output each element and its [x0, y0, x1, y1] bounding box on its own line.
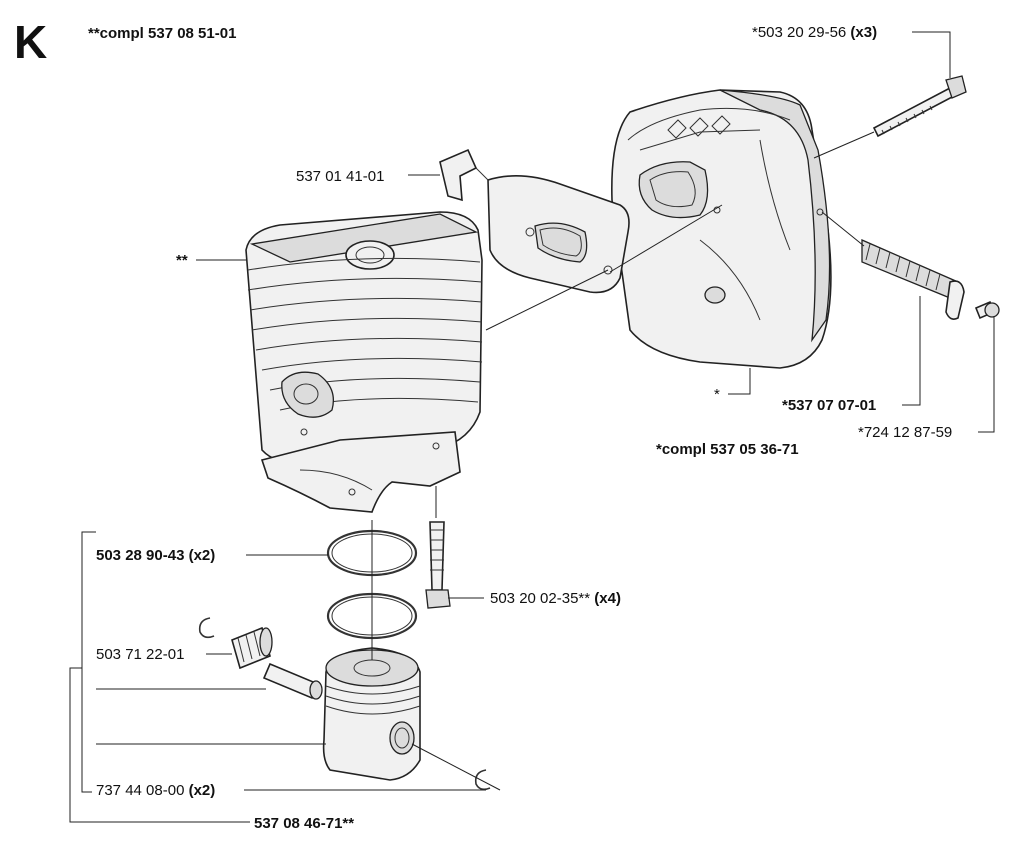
- small-screw: [974, 300, 1000, 320]
- cyl-screw-part-number: 503 20 02-35**: [490, 590, 590, 607]
- muffler-long-screw: [872, 75, 967, 138]
- circlip-part-number: 737 44 08-00: [96, 782, 184, 799]
- label-screw-x3: *503 20 29-56 (x3): [752, 24, 877, 41]
- circlip-top: [198, 617, 215, 639]
- label-muffler: *: [714, 386, 720, 403]
- label-needle-bearing: 503 71 22-01: [96, 646, 184, 663]
- label-piston-rings: 503 28 90-43 (x2): [96, 547, 215, 564]
- circlip-qty: (x2): [189, 782, 216, 799]
- label-circlip: 737 44 08-00 (x2): [96, 782, 215, 799]
- spark-arrestor-screen: [861, 239, 965, 320]
- cylinder-drawing: [245, 211, 483, 513]
- leader-lines: [69, 31, 995, 823]
- label-muffler-compl: *compl 537 05 36-71: [656, 441, 799, 458]
- label-cyl-screw: 503 20 02-35** (x4): [490, 590, 621, 607]
- circlip-bottom: [474, 769, 491, 791]
- muffler-drawing: [611, 89, 832, 369]
- piston-drawing: [322, 647, 421, 781]
- cyl-screw-qty: (x4): [594, 590, 621, 607]
- label-piston-compl: 537 08 46-71**: [254, 815, 354, 832]
- bracket-gasket: [439, 148, 630, 294]
- label-spark-screen: *537 07 07-01: [782, 397, 876, 414]
- label-bracket: 537 01 41-01: [296, 168, 384, 185]
- cylinder-bolt: [425, 521, 451, 609]
- screw-part-number: *503 20 29-56: [752, 24, 846, 41]
- screw-qty: (x3): [850, 24, 877, 41]
- label-muffler-screw: *724 12 87-59: [858, 424, 952, 441]
- needle-bearing: [231, 626, 273, 670]
- section-letter: K: [14, 16, 47, 68]
- label-cylinder: **: [176, 252, 188, 269]
- piston-pin: [262, 662, 323, 700]
- header-label: **compl 537 08 51-01: [88, 25, 236, 42]
